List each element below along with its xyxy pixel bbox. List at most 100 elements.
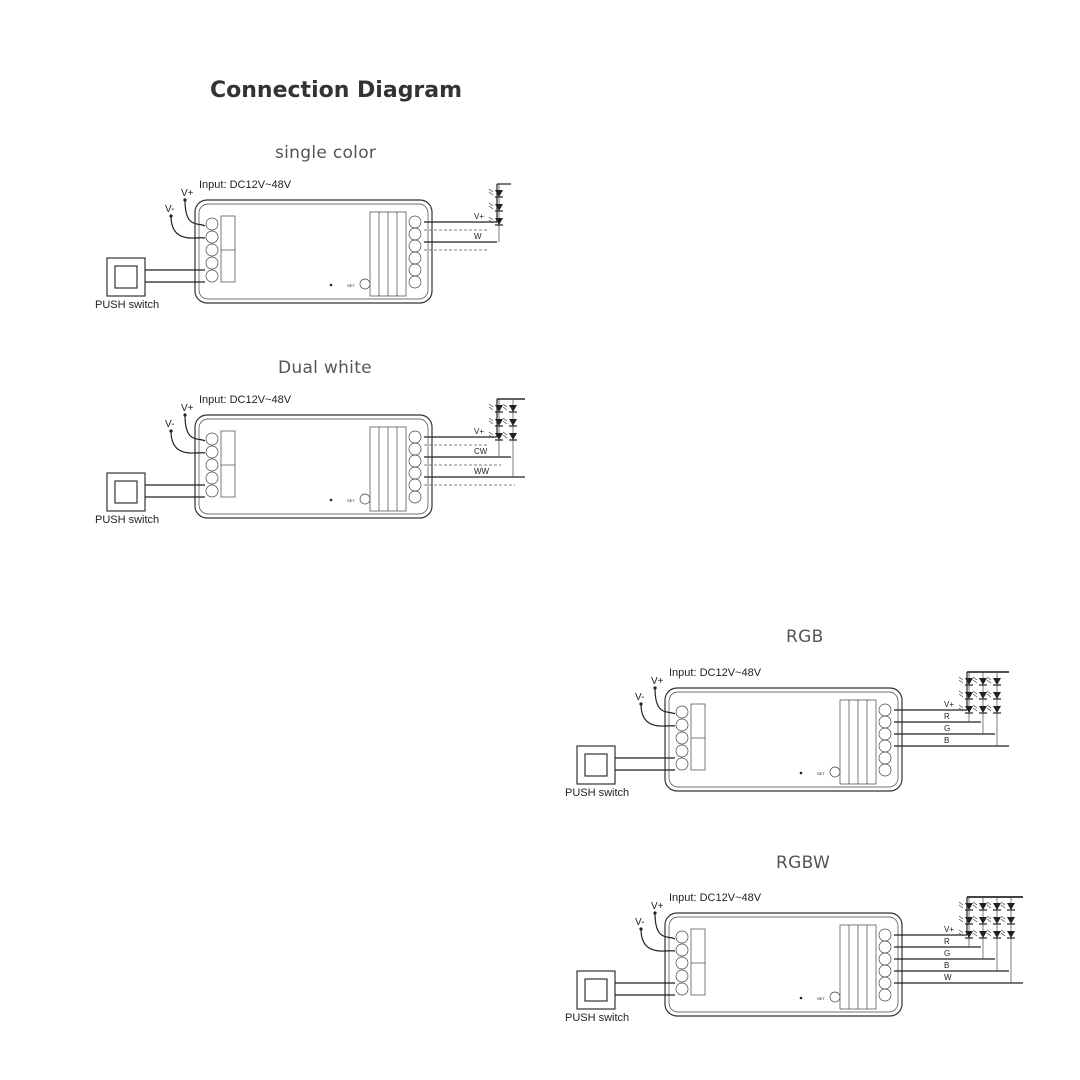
v-plus-label: V+ — [651, 901, 664, 912]
led-diode — [965, 692, 973, 699]
set-button — [359, 493, 371, 505]
wire-label: B — [944, 961, 949, 970]
terminal-right — [878, 763, 892, 777]
input-label: Input: DC12V~48V — [669, 892, 762, 904]
led-emission — [1000, 915, 1006, 923]
v-plus-label: V+ — [181, 403, 194, 414]
led-diode — [993, 917, 1001, 924]
led-diode — [495, 190, 503, 197]
set-label: SET — [817, 771, 825, 776]
set-button — [829, 991, 841, 1003]
terminal-left — [205, 484, 219, 498]
led-diode — [979, 706, 987, 713]
led-emission — [958, 676, 964, 684]
push-switch-button — [584, 978, 608, 1002]
input-label: Input: DC12V~48V — [669, 667, 762, 679]
wire-label: W — [944, 973, 952, 982]
indicator-dot — [799, 771, 803, 775]
led-emission — [488, 417, 494, 425]
terminal-left — [675, 930, 689, 944]
controller-body — [664, 912, 903, 1017]
led-diode — [979, 931, 987, 938]
wire-label: V+ — [944, 925, 954, 934]
led-diode — [993, 931, 1001, 938]
controller-body — [194, 414, 433, 519]
page-title: Connection Diagram — [210, 78, 463, 103]
led-emission — [958, 901, 964, 909]
terminal-left — [675, 718, 689, 732]
set-label: SET — [347, 283, 355, 288]
led-diode — [1007, 917, 1015, 924]
terminal-left — [675, 982, 689, 996]
indicator-dot — [799, 996, 803, 1000]
controller-inner — [198, 418, 429, 515]
led-emission — [972, 690, 978, 698]
led-emission — [1000, 901, 1006, 909]
led-emission — [488, 431, 494, 439]
led-diode — [993, 706, 1001, 713]
v-minus-label: V- — [635, 692, 644, 703]
wire-label: R — [944, 712, 950, 721]
terminal-left — [675, 943, 689, 957]
v-plus-label: V+ — [651, 676, 664, 687]
led-diode — [979, 678, 987, 685]
led-diode — [979, 692, 987, 699]
push-switch-label: PUSH switch — [565, 787, 629, 799]
led-diode — [509, 419, 517, 426]
controller-body — [194, 199, 433, 304]
controller-inner — [668, 691, 899, 788]
wire-label: G — [944, 724, 950, 733]
led-emission — [488, 216, 494, 224]
led-emission — [972, 929, 978, 937]
led-emission — [986, 915, 992, 923]
wire-label: V+ — [474, 212, 484, 221]
controller-inner — [198, 203, 429, 300]
push-switch-label: PUSH switch — [95, 299, 159, 311]
push-switch-button — [114, 480, 138, 504]
led-emission — [972, 676, 978, 684]
wire-label: CW — [474, 447, 488, 456]
set-label: SET — [817, 996, 825, 1001]
led-diode — [965, 678, 973, 685]
wire-label: G — [944, 949, 950, 958]
push-switch — [576, 970, 616, 1010]
v-minus-wire — [170, 215, 206, 239]
led-diode — [509, 433, 517, 440]
set-button — [359, 278, 371, 290]
led-emission — [986, 901, 992, 909]
wire-label: R — [944, 937, 950, 946]
led-diode — [495, 405, 503, 412]
terminal-left — [675, 705, 689, 719]
push-switch-button — [584, 753, 608, 777]
section-title-single-color: single color — [275, 143, 377, 163]
led-emission — [972, 915, 978, 923]
terminal-left — [205, 230, 219, 244]
led-diode — [509, 405, 517, 412]
terminal-right — [408, 490, 422, 504]
push-switch-button — [114, 265, 138, 289]
led-diode — [993, 692, 1001, 699]
input-label: Input: DC12V~48V — [199, 179, 292, 191]
led-diode — [965, 903, 973, 910]
v-minus-wire — [640, 928, 676, 952]
set-button — [829, 766, 841, 778]
v-minus-wire — [640, 703, 676, 727]
v-minus-label: V- — [635, 917, 644, 928]
terminal-left — [205, 432, 219, 446]
wire-label: V+ — [944, 700, 954, 709]
v-plus-label: V+ — [181, 188, 194, 199]
led-emission — [986, 690, 992, 698]
terminal-label-left — [690, 703, 706, 771]
led-emission — [502, 431, 508, 439]
v-minus-label: V- — [165, 204, 174, 215]
led-emission — [986, 704, 992, 712]
indicator-dot — [329, 498, 333, 502]
led-diode — [979, 903, 987, 910]
v-minus-label: V- — [165, 419, 174, 430]
push-switch-label: PUSH switch — [95, 514, 159, 526]
terminal-left — [205, 256, 219, 270]
